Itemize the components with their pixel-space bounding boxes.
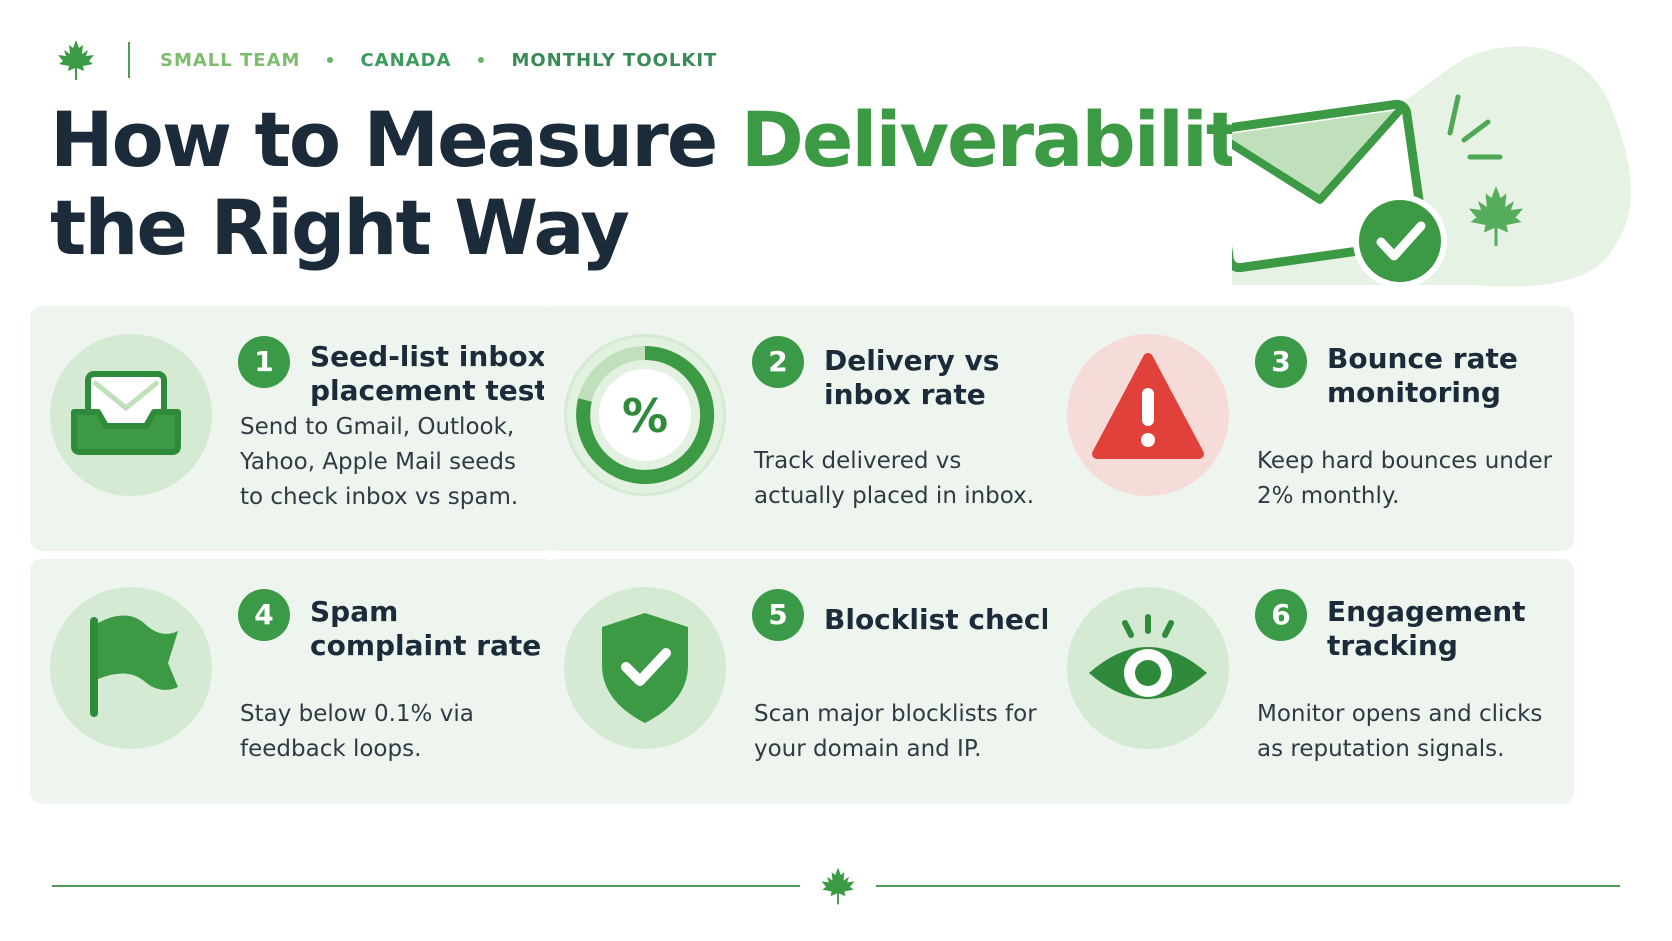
- step-number-badge: 5: [752, 589, 804, 641]
- page-title: How to Measure Deliverability the Right …: [50, 95, 1290, 272]
- icon-circle: [564, 587, 726, 749]
- card-title: Bounce rate monitoring: [1327, 342, 1518, 409]
- header-divider: [128, 42, 130, 78]
- card-title: Engagement tracking: [1327, 595, 1526, 662]
- title-part-1: How to Measure: [50, 95, 741, 184]
- card-seed-list-test: 1 Seed-list inbox placement test Send to…: [30, 306, 557, 551]
- card-description: Monitor opens and clicks as reputation s…: [1257, 701, 1543, 762]
- title-highlight: Deliverability: [740, 95, 1290, 184]
- top-tag-bar: SMALL TEAM CANADA MONTHLY TOOLKIT: [52, 40, 717, 80]
- card-title: Delivery vs inbox rate: [824, 344, 1000, 411]
- footer-divider-left: [52, 885, 800, 887]
- card-description: Scan major blocklists for your domain an…: [754, 701, 1037, 762]
- step-number-badge: 6: [1255, 589, 1307, 641]
- footer-divider-right: [876, 885, 1620, 887]
- sparkle-lines: [1447, 94, 1503, 160]
- step-number-badge: 4: [238, 589, 290, 641]
- maple-leaf-icon: [58, 40, 94, 80]
- icon-circle: [1067, 334, 1229, 496]
- card-engagement-tracking: 6 Engagement tracking Monitor opens and …: [1047, 559, 1574, 804]
- card-title: Seed-list inbox placement test: [310, 340, 548, 407]
- icon-circle: [1067, 587, 1229, 749]
- flag-icon: [90, 615, 178, 717]
- card-description: Stay below 0.1% via feedback loops.: [240, 701, 474, 762]
- card-spam-complaint: 4 Spam complaint rate Stay below 0.1% vi…: [30, 559, 557, 804]
- check-badge-icon: [1353, 194, 1447, 288]
- shield-check-icon: [602, 613, 688, 723]
- tag-monthly-toolkit: MONTHLY TOOLKIT: [511, 49, 718, 71]
- card-blocklist-check: 5 Blocklist check Scan major blocklists …: [544, 559, 1071, 804]
- icon-circle: [50, 334, 212, 496]
- tag-canada: CANADA: [360, 49, 452, 71]
- warning-triangle-icon: [1092, 353, 1204, 459]
- step-number-badge: 3: [1255, 336, 1307, 388]
- maple-leaf-icon: [1469, 186, 1523, 246]
- svg-text:%: %: [622, 389, 668, 443]
- card-bounce-rate: 3 Bounce rate monitoring Keep hard bounc…: [1047, 306, 1574, 551]
- hero-envelope-illustration: [1232, 46, 1631, 288]
- card-description: Keep hard bounces under 2% monthly.: [1257, 448, 1553, 509]
- step-number-badge: 1: [238, 336, 290, 388]
- card-description: Send to Gmail, Outlook, Yahoo, Apple Mai…: [240, 414, 519, 510]
- card-delivery-vs-inbox: % 2 Delivery vs inbox rate Track deliver…: [544, 306, 1071, 551]
- percent-gauge-icon: %: [567, 337, 723, 493]
- icon-circle: [50, 587, 212, 749]
- inbox-tray-envelope-icon: [71, 371, 181, 455]
- card-title: Blocklist check: [824, 603, 1060, 636]
- tag-small-team: SMALL TEAM: [160, 49, 301, 71]
- card-title: Spam complaint rate: [310, 595, 542, 662]
- maple-leaf-icon: [821, 867, 855, 905]
- icon-circle: %: [564, 334, 726, 496]
- tag-separator-dot: [478, 57, 485, 63]
- title-part-2: the Right Way: [50, 183, 630, 272]
- eye-icon: [1089, 614, 1207, 699]
- card-description: Track delivered vs actually placed in in…: [754, 448, 1035, 509]
- step-number-badge: 2: [752, 336, 804, 388]
- tag-separator-dot: [327, 57, 334, 63]
